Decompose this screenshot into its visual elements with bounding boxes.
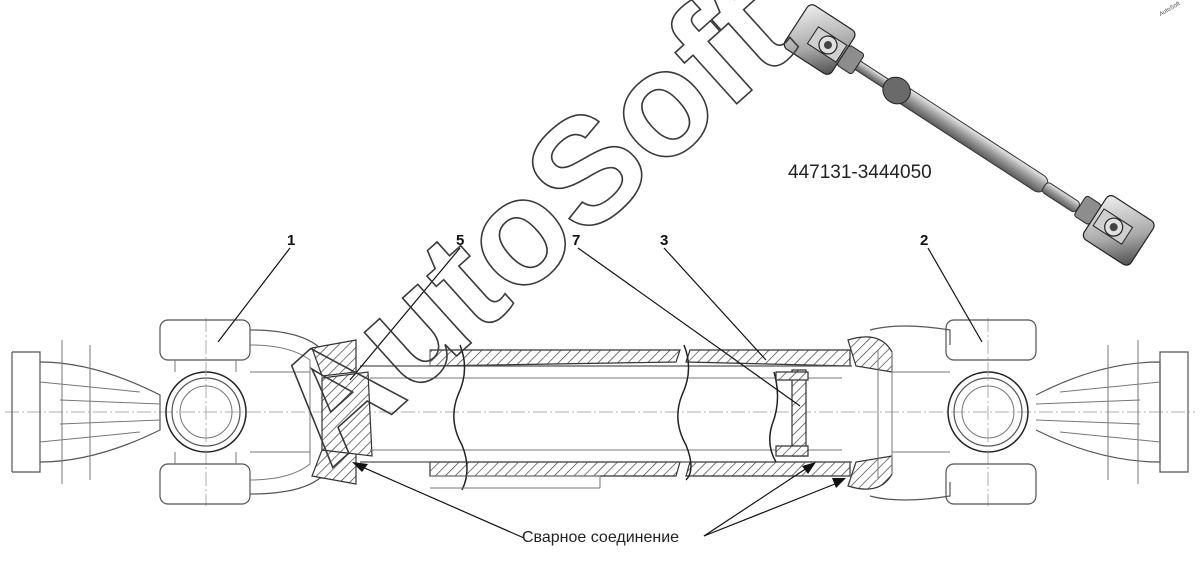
leader-7 [577,247,801,407]
leader-1 [217,247,291,343]
leader-5 [349,247,461,381]
insert-section [791,369,807,457]
callout-2: 2 [920,232,928,249]
leader-2 [927,247,983,343]
insert-cap-top [775,371,809,381]
callout-5: 5 [456,232,464,249]
right-yoke [869,325,951,501]
leader-3 [663,247,767,361]
shaft-photo [783,4,1155,266]
part-number: 447131-3444050 [788,162,932,183]
right-yoke-section-top [847,336,893,373]
technical-section-view [5,247,1195,539]
callout-3: 3 [660,232,668,249]
left-end-fork [11,340,161,484]
corner-watermark: AutoSoft [1158,1,1181,18]
right-yoke-section-bottom [847,455,893,490]
weld-arrows [352,462,846,539]
right-cross-joint [945,318,1037,506]
weld-label: Сварное соединение [522,529,679,546]
insert-cap-bottom [775,445,809,457]
watermark: AutoSoft [239,0,822,494]
left-cross-joint [159,318,251,506]
left-spigot-section [321,371,373,457]
callout-1: 1 [287,232,295,249]
callout-7: 7 [572,232,580,249]
right-end-fork [1035,340,1189,484]
